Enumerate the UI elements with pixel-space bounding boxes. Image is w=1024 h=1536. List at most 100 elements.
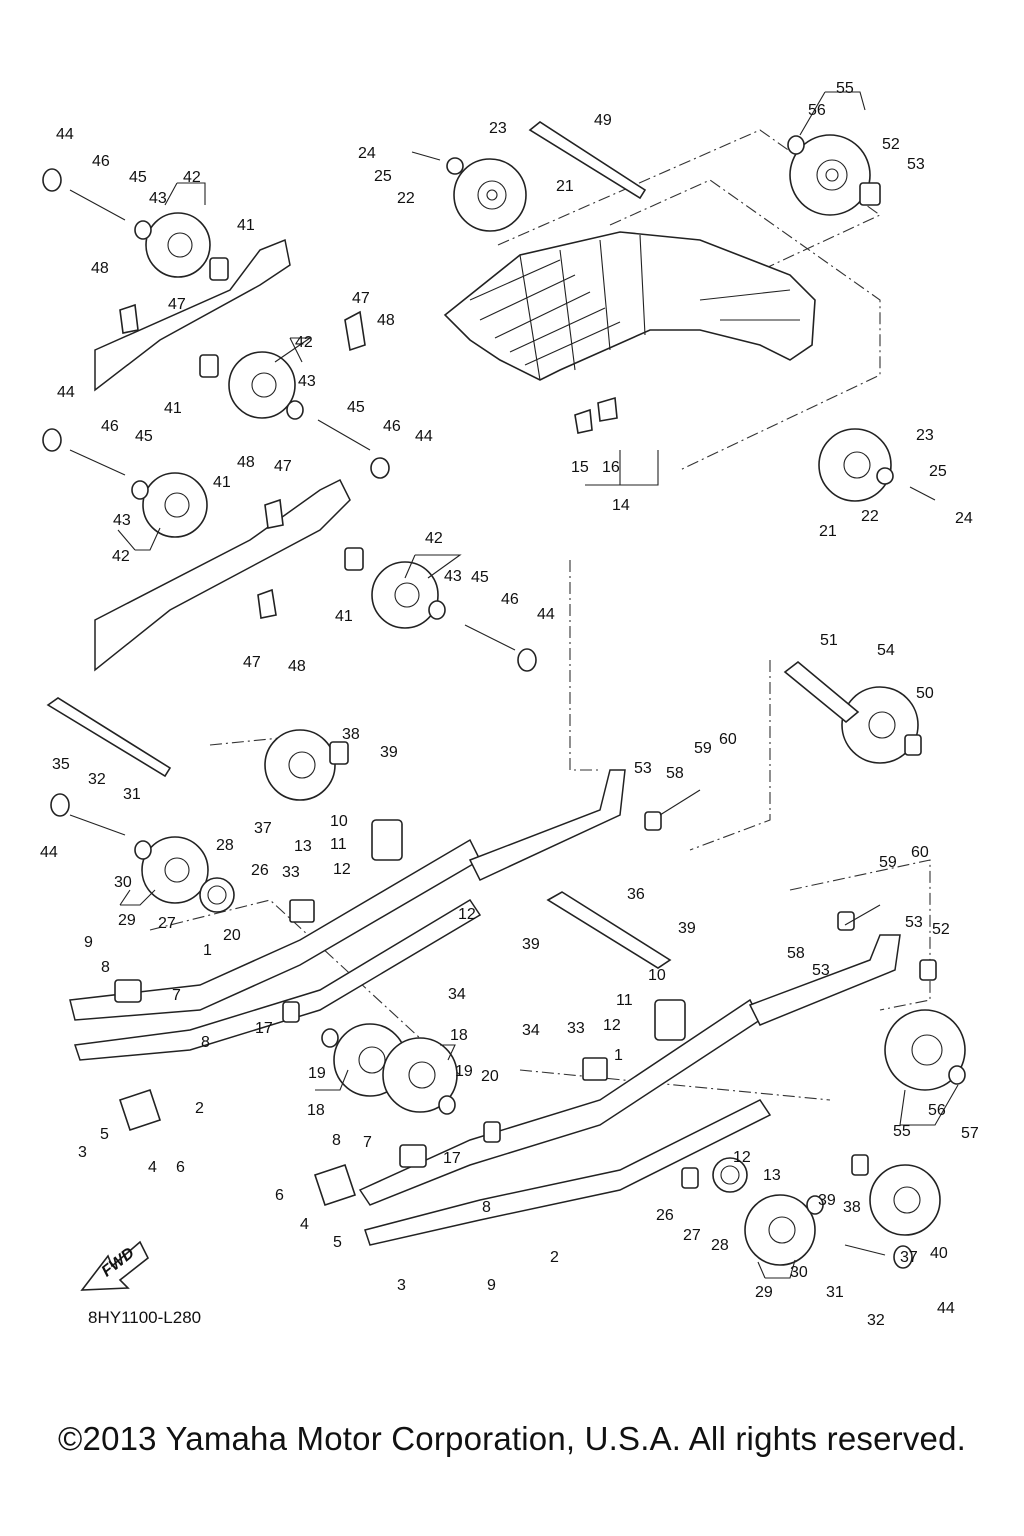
callout-13: 13 xyxy=(294,838,312,855)
callout-47: 47 xyxy=(243,654,261,671)
callout-42: 42 xyxy=(183,169,201,186)
callout-38: 38 xyxy=(843,1199,861,1216)
callout-10: 10 xyxy=(330,813,348,830)
callout-5: 5 xyxy=(100,1126,109,1143)
callout-45: 45 xyxy=(471,569,489,586)
callout-10: 10 xyxy=(648,967,666,984)
callout-25: 25 xyxy=(929,463,947,480)
callout-18: 18 xyxy=(307,1102,325,1119)
callout-12: 12 xyxy=(603,1017,621,1034)
callout-51: 51 xyxy=(820,632,838,649)
callout-3: 3 xyxy=(397,1277,406,1294)
callout-44: 44 xyxy=(57,384,75,401)
callout-6: 6 xyxy=(176,1159,185,1176)
callout-41: 41 xyxy=(213,474,231,491)
wheel-37-a xyxy=(264,729,336,801)
callout-30: 30 xyxy=(114,874,132,891)
callout-39: 39 xyxy=(380,744,398,761)
callout-21: 21 xyxy=(556,178,574,195)
callout-47: 47 xyxy=(168,296,186,313)
callout-32: 32 xyxy=(867,1312,885,1329)
callout-23: 23 xyxy=(916,427,934,444)
callout-43: 43 xyxy=(444,568,462,585)
wheel-42-b xyxy=(228,351,296,419)
callout-34: 34 xyxy=(448,986,466,1003)
callout-22: 22 xyxy=(861,508,879,525)
callout-44: 44 xyxy=(40,844,58,861)
callout-22: 22 xyxy=(397,190,415,207)
wheel-55-bottom xyxy=(884,1009,966,1091)
callout-54: 54 xyxy=(877,642,895,659)
callout-18: 18 xyxy=(450,1027,468,1044)
callout-53: 53 xyxy=(907,156,925,173)
callout-46: 46 xyxy=(501,591,519,608)
callout-32: 32 xyxy=(88,771,106,788)
callout-8: 8 xyxy=(482,1199,491,1216)
callout-8: 8 xyxy=(201,1034,210,1051)
callout-8: 8 xyxy=(332,1132,341,1149)
callout-58: 58 xyxy=(666,765,684,782)
wheel-29-a xyxy=(141,836,209,904)
track xyxy=(443,231,816,381)
callout-41: 41 xyxy=(335,608,353,625)
callout-45: 45 xyxy=(129,169,147,186)
callout-4: 4 xyxy=(300,1216,309,1233)
callout-44: 44 xyxy=(56,126,74,143)
callout-49: 49 xyxy=(594,112,612,129)
callout-9: 9 xyxy=(84,934,93,951)
callout-28: 28 xyxy=(711,1237,729,1254)
slide-rails xyxy=(69,769,901,1246)
idler-wheels xyxy=(141,134,966,1266)
callout-19: 19 xyxy=(308,1065,326,1082)
callout-48: 48 xyxy=(377,312,395,329)
callout-33: 33 xyxy=(282,864,300,881)
callout-9: 9 xyxy=(487,1277,496,1294)
callout-24: 24 xyxy=(955,510,973,527)
callout-27: 27 xyxy=(683,1227,701,1244)
callout-59: 59 xyxy=(694,740,712,757)
callout-43: 43 xyxy=(298,373,316,390)
callout-12: 12 xyxy=(333,861,351,878)
callout-2: 2 xyxy=(550,1249,559,1266)
shafts xyxy=(46,121,860,969)
callout-41: 41 xyxy=(164,400,182,417)
callout-20: 20 xyxy=(481,1068,499,1085)
callout-16: 16 xyxy=(602,459,620,476)
callout-17: 17 xyxy=(255,1020,273,1037)
callout-13: 13 xyxy=(763,1167,781,1184)
callout-46: 46 xyxy=(92,153,110,170)
callout-44: 44 xyxy=(537,606,555,623)
leader-lines xyxy=(117,91,959,1279)
upper-suspension-arms xyxy=(94,238,351,672)
drawing-code: 8HY1100-L280 xyxy=(88,1308,202,1327)
callout-50: 50 xyxy=(916,685,934,702)
callout-47: 47 xyxy=(352,290,370,307)
callout-35: 35 xyxy=(52,756,70,773)
callout-12: 12 xyxy=(733,1149,751,1166)
callout-1: 1 xyxy=(203,942,212,959)
callout-26: 26 xyxy=(251,862,269,879)
callout-11: 11 xyxy=(616,992,633,1009)
callout-15: 15 xyxy=(571,459,589,476)
callout-44: 44 xyxy=(937,1300,955,1317)
callout-3: 3 xyxy=(78,1144,87,1161)
wheel-55-top xyxy=(789,134,871,216)
callout-11: 11 xyxy=(330,836,347,853)
callout-19: 19 xyxy=(455,1063,473,1080)
callout-24: 24 xyxy=(358,145,376,162)
callout-30: 30 xyxy=(790,1264,808,1281)
callout-6: 6 xyxy=(275,1187,284,1204)
callout-55: 55 xyxy=(836,80,854,97)
callout-7: 7 xyxy=(172,987,181,1004)
callout-52: 52 xyxy=(882,136,900,153)
callout-27: 27 xyxy=(158,915,176,932)
wheel-37-b xyxy=(869,1164,941,1236)
callout-29: 29 xyxy=(755,1284,773,1301)
callout-37: 37 xyxy=(254,820,272,837)
wheel-18-b xyxy=(382,1037,458,1113)
fwd-arrow-icon: FWD xyxy=(80,1240,150,1291)
callout-56: 56 xyxy=(928,1102,946,1119)
wheel-21-top xyxy=(453,158,527,232)
callout-14: 14 xyxy=(612,497,630,514)
wheel-54 xyxy=(841,686,919,764)
